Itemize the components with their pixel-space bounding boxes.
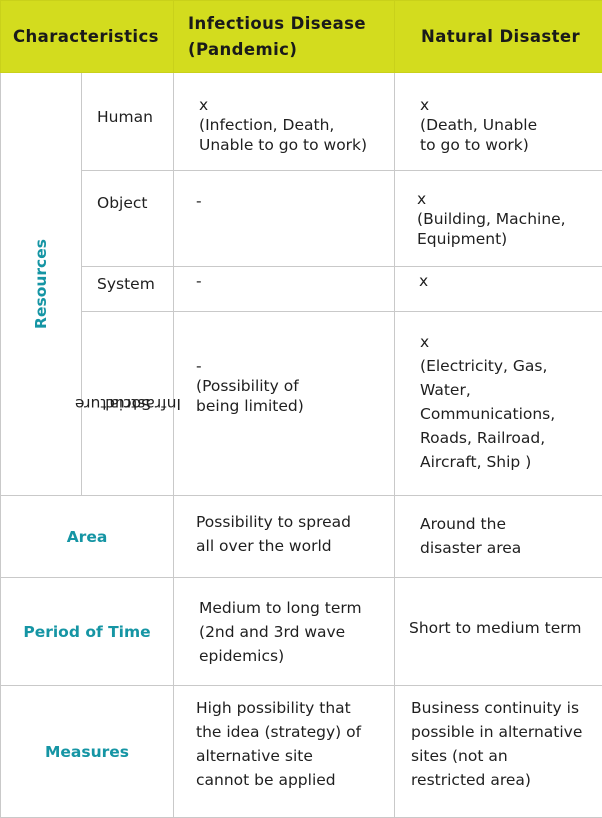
social-infectious-line: - xyxy=(196,356,388,376)
resources-label-cell: Resources xyxy=(1,73,82,496)
measures-label: Measures xyxy=(1,686,174,818)
social-natural-line: Aircraft, Ship ) xyxy=(420,450,596,474)
measures-infectious-line: the idea (strategy) of xyxy=(196,720,388,744)
human-label: Human xyxy=(97,107,167,127)
area-infectious: Possibility to spread all over the world xyxy=(196,510,388,558)
row-area: Area Possibility to spread all over the … xyxy=(1,496,602,578)
human-infectious-line: (Infection, Death, xyxy=(199,115,388,135)
area-label: Area xyxy=(1,496,174,578)
social-natural-line: Roads, Railroad, xyxy=(420,426,596,450)
human-natural-line: x xyxy=(420,95,596,115)
human-infectious-line: Unable to go to work) xyxy=(199,135,388,155)
measures-infectious-line: cannot be applied xyxy=(196,768,388,792)
measures-natural-line: Business continuity is xyxy=(411,696,596,720)
object-natural-line: Equipment) xyxy=(417,229,596,249)
object-label: Object xyxy=(97,193,167,213)
system-natural: x xyxy=(419,271,596,291)
human-infectious-line: x xyxy=(199,95,388,115)
row-period-of-time: Period of Time Medium to long term (2nd … xyxy=(1,578,602,686)
social-natural-line: Communications, xyxy=(420,402,596,426)
area-natural-line: Around the xyxy=(420,512,596,536)
system-infectious: - xyxy=(196,271,388,291)
period-infectious-line: epidemics) xyxy=(199,644,388,668)
measures-natural-line: sites (not an xyxy=(411,744,596,768)
measures-infectious-line: High possibility that xyxy=(196,696,388,720)
measures-infectious: High possibility that the idea (strategy… xyxy=(196,696,388,792)
object-natural-line: x xyxy=(417,189,596,209)
area-natural: Around the disaster area xyxy=(420,512,596,560)
measures-infectious-line: alternative site xyxy=(196,744,388,768)
social-natural-line: Water, xyxy=(420,378,596,402)
social-label-line2: Infrastructure xyxy=(73,394,183,414)
social-natural-line: (Electricity, Gas, xyxy=(420,354,596,378)
human-natural-line: (Death, Unable xyxy=(420,115,596,135)
row-human: Resources Human x (Infection, Death, Una… xyxy=(1,73,602,171)
measures-natural: Business continuity is possible in alter… xyxy=(411,696,596,792)
header-infectious-line2: (Pandemic) xyxy=(188,37,394,63)
row-social-infrastructure: Social Infrastructure - (Possibility of … xyxy=(1,312,602,496)
row-system: System - x xyxy=(1,267,602,312)
header-row: Characteristics Infectious Disease (Pand… xyxy=(1,1,602,73)
object-infectious: - xyxy=(196,191,388,211)
social-natural: x (Electricity, Gas, Water, Communicatio… xyxy=(420,330,596,474)
human-natural-line: to go to work) xyxy=(420,135,596,155)
measures-natural-line: possible in alternative xyxy=(411,720,596,744)
human-natural: x (Death, Unable to go to work) xyxy=(420,95,596,155)
row-object: Object - x (Building, Machine, Equipment… xyxy=(1,171,602,267)
period-infectious-line: Medium to long term xyxy=(199,596,388,620)
social-natural-line: x xyxy=(420,330,596,354)
object-natural-line: (Building, Machine, xyxy=(417,209,596,229)
area-infectious-line: Possibility to spread xyxy=(196,510,388,534)
header-natural-disaster: Natural Disaster xyxy=(395,1,602,73)
header-infectious-line1: Infectious Disease xyxy=(188,11,394,37)
social-infectious: - (Possibility of being limited) xyxy=(196,356,388,416)
social-infectious-line: (Possibility of xyxy=(196,376,388,396)
area-natural-line: disaster area xyxy=(420,536,596,560)
header-characteristics: Characteristics xyxy=(1,1,174,73)
resources-label: Resources xyxy=(31,239,51,329)
period-infectious-line: (2nd and 3rd wave xyxy=(199,620,388,644)
object-natural: x (Building, Machine, Equipment) xyxy=(417,189,596,249)
social-infectious-line: being limited) xyxy=(196,396,388,416)
human-infectious: x (Infection, Death, Unable to go to wor… xyxy=(199,95,388,155)
period-infectious: Medium to long term (2nd and 3rd wave ep… xyxy=(199,596,388,668)
header-infectious-disease: Infectious Disease (Pandemic) xyxy=(174,1,395,73)
period-label: Period of Time xyxy=(1,578,174,686)
system-label: System xyxy=(97,274,167,294)
row-measures: Measures High possibility that the idea … xyxy=(1,686,602,818)
area-infectious-line: all over the world xyxy=(196,534,388,558)
period-natural: Short to medium term xyxy=(409,618,596,638)
measures-natural-line: restricted area) xyxy=(411,768,596,792)
